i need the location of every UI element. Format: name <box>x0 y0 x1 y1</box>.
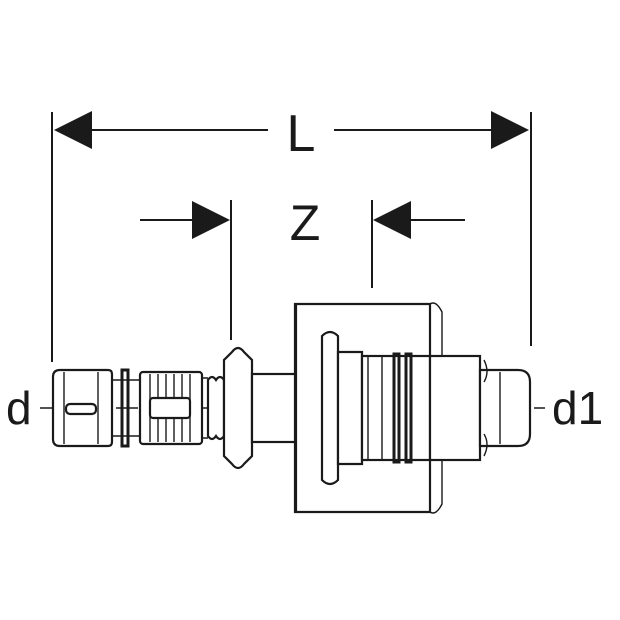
dimension-z: Z <box>140 195 465 340</box>
arrowhead-z-left <box>192 201 230 239</box>
arrowhead-l-left <box>54 111 92 149</box>
arrowhead-z-right <box>373 201 411 239</box>
o-ring-right-b <box>404 352 413 464</box>
label-d1: d1 <box>552 382 603 434</box>
right-press-end <box>428 354 532 462</box>
label-z: Z <box>290 195 321 251</box>
o-ring-right-a <box>392 352 401 464</box>
dimension-l: L <box>51 105 532 362</box>
middle-flange <box>222 346 254 470</box>
union-body <box>293 302 443 514</box>
inner-flange <box>320 330 340 486</box>
arrowhead-l-right <box>491 111 529 149</box>
label-l: L <box>287 105 316 163</box>
o-ring-left <box>120 368 130 448</box>
label-d: d <box>6 382 32 434</box>
thread-section <box>206 375 226 441</box>
left-press-insert <box>51 368 226 448</box>
